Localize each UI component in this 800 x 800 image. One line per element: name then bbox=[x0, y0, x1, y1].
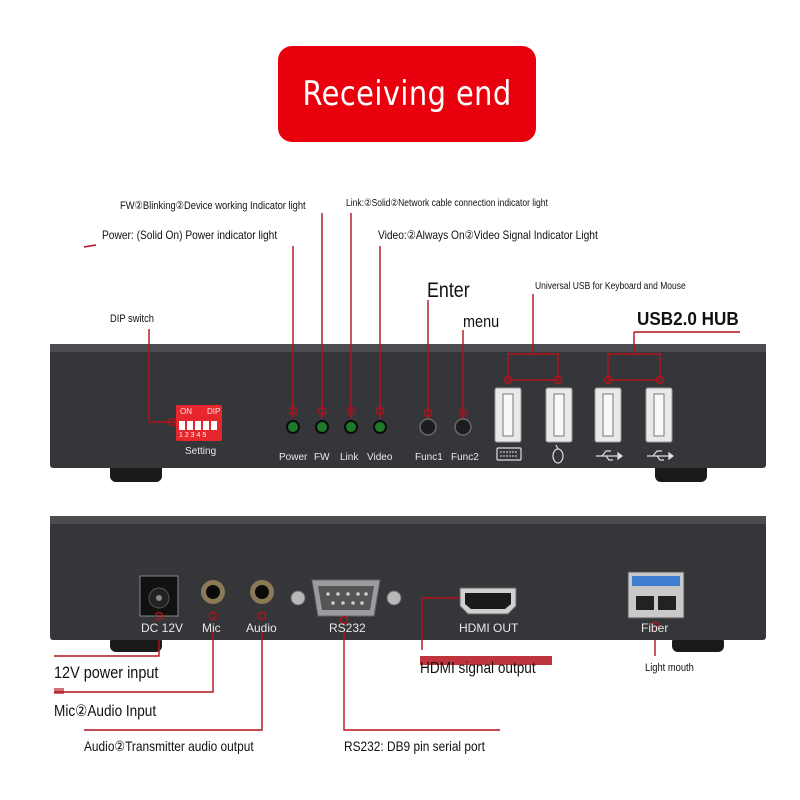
mouse-icon bbox=[552, 444, 564, 464]
mic-callout: Mic②Audio Input bbox=[54, 703, 157, 720]
fiber-port[interactable] bbox=[627, 571, 685, 619]
usb-keyboard-mouse-callout: Universal USB for Keyboard and Mouse bbox=[535, 281, 686, 292]
func1-button[interactable] bbox=[419, 418, 437, 436]
front-chassis bbox=[50, 344, 766, 468]
dip-callout: DIP switch bbox=[110, 313, 155, 325]
power-label: Power bbox=[279, 452, 308, 463]
fw-label: FW bbox=[314, 452, 330, 463]
setting-label: Setting bbox=[185, 446, 217, 457]
dip-on-label: ON bbox=[180, 407, 192, 416]
audio-callout: Audio②Transmitter audio output bbox=[84, 738, 254, 754]
audio-label: Audio bbox=[246, 621, 277, 635]
link-label: Link bbox=[340, 452, 359, 463]
usb-icon bbox=[596, 450, 623, 461]
front-leader-lines bbox=[83, 213, 740, 423]
light-mouth-callout: Light mouth bbox=[645, 662, 694, 674]
dip-numbers: 1 2 3 4 5 bbox=[179, 432, 207, 439]
audio-jack[interactable] bbox=[250, 580, 274, 604]
fw-callout: FW②Blinking②Device working Indicator lig… bbox=[120, 200, 306, 212]
dip-dip-label: DIP bbox=[207, 407, 221, 416]
menu-callout: menu bbox=[463, 312, 500, 331]
rs232-label: RS232 bbox=[329, 621, 366, 635]
usb-port-hub-2[interactable] bbox=[645, 387, 673, 443]
usb-port-mouse[interactable] bbox=[545, 387, 573, 443]
usb-icon bbox=[647, 450, 674, 461]
func2-button[interactable] bbox=[454, 418, 472, 436]
fw-led bbox=[315, 420, 329, 434]
func1-label: Func1 bbox=[415, 452, 443, 463]
rear-leader-lines bbox=[54, 597, 656, 731]
hdmi-port[interactable] bbox=[459, 587, 517, 615]
front-device bbox=[50, 344, 766, 482]
keyboard-icon bbox=[496, 447, 522, 461]
usb-port-hub-1[interactable] bbox=[594, 387, 622, 443]
func2-label: Func2 bbox=[451, 452, 479, 463]
page-title: Receiving end bbox=[302, 74, 512, 114]
power-led bbox=[286, 420, 300, 434]
link-led bbox=[344, 420, 358, 434]
power-callout: Power: (Solid On) Power indicator light bbox=[102, 228, 278, 242]
usb-hub-callout: USB2.0 HUB bbox=[637, 309, 739, 329]
rear-chassis bbox=[50, 516, 766, 640]
link-callout: Link:②Solid②Network cable connection ind… bbox=[346, 198, 548, 209]
title-banner: Receiving end bbox=[278, 46, 536, 142]
video-label: Video bbox=[367, 452, 393, 463]
enter-callout: Enter bbox=[427, 279, 470, 302]
hdmi-label: HDMI OUT bbox=[459, 621, 519, 635]
mic-label: Mic bbox=[202, 621, 221, 635]
video-led bbox=[373, 420, 387, 434]
video-callout: Video:②Always On②Video Signal Indicator … bbox=[378, 228, 598, 242]
rs232-port[interactable] bbox=[290, 579, 402, 617]
usb-port-keyboard[interactable] bbox=[494, 387, 522, 443]
mic-jack[interactable] bbox=[201, 580, 225, 604]
hdmi-callout: HDMI signal output bbox=[420, 660, 536, 677]
fiber-label: Fiber bbox=[641, 621, 669, 635]
power-input-callout: 12V power input bbox=[54, 663, 159, 682]
dc-jack[interactable] bbox=[139, 575, 179, 617]
dc-label: DC 12V bbox=[141, 621, 184, 635]
rear-device bbox=[50, 516, 766, 652]
rs232-callout: RS232: DB9 pin serial port bbox=[344, 738, 485, 754]
